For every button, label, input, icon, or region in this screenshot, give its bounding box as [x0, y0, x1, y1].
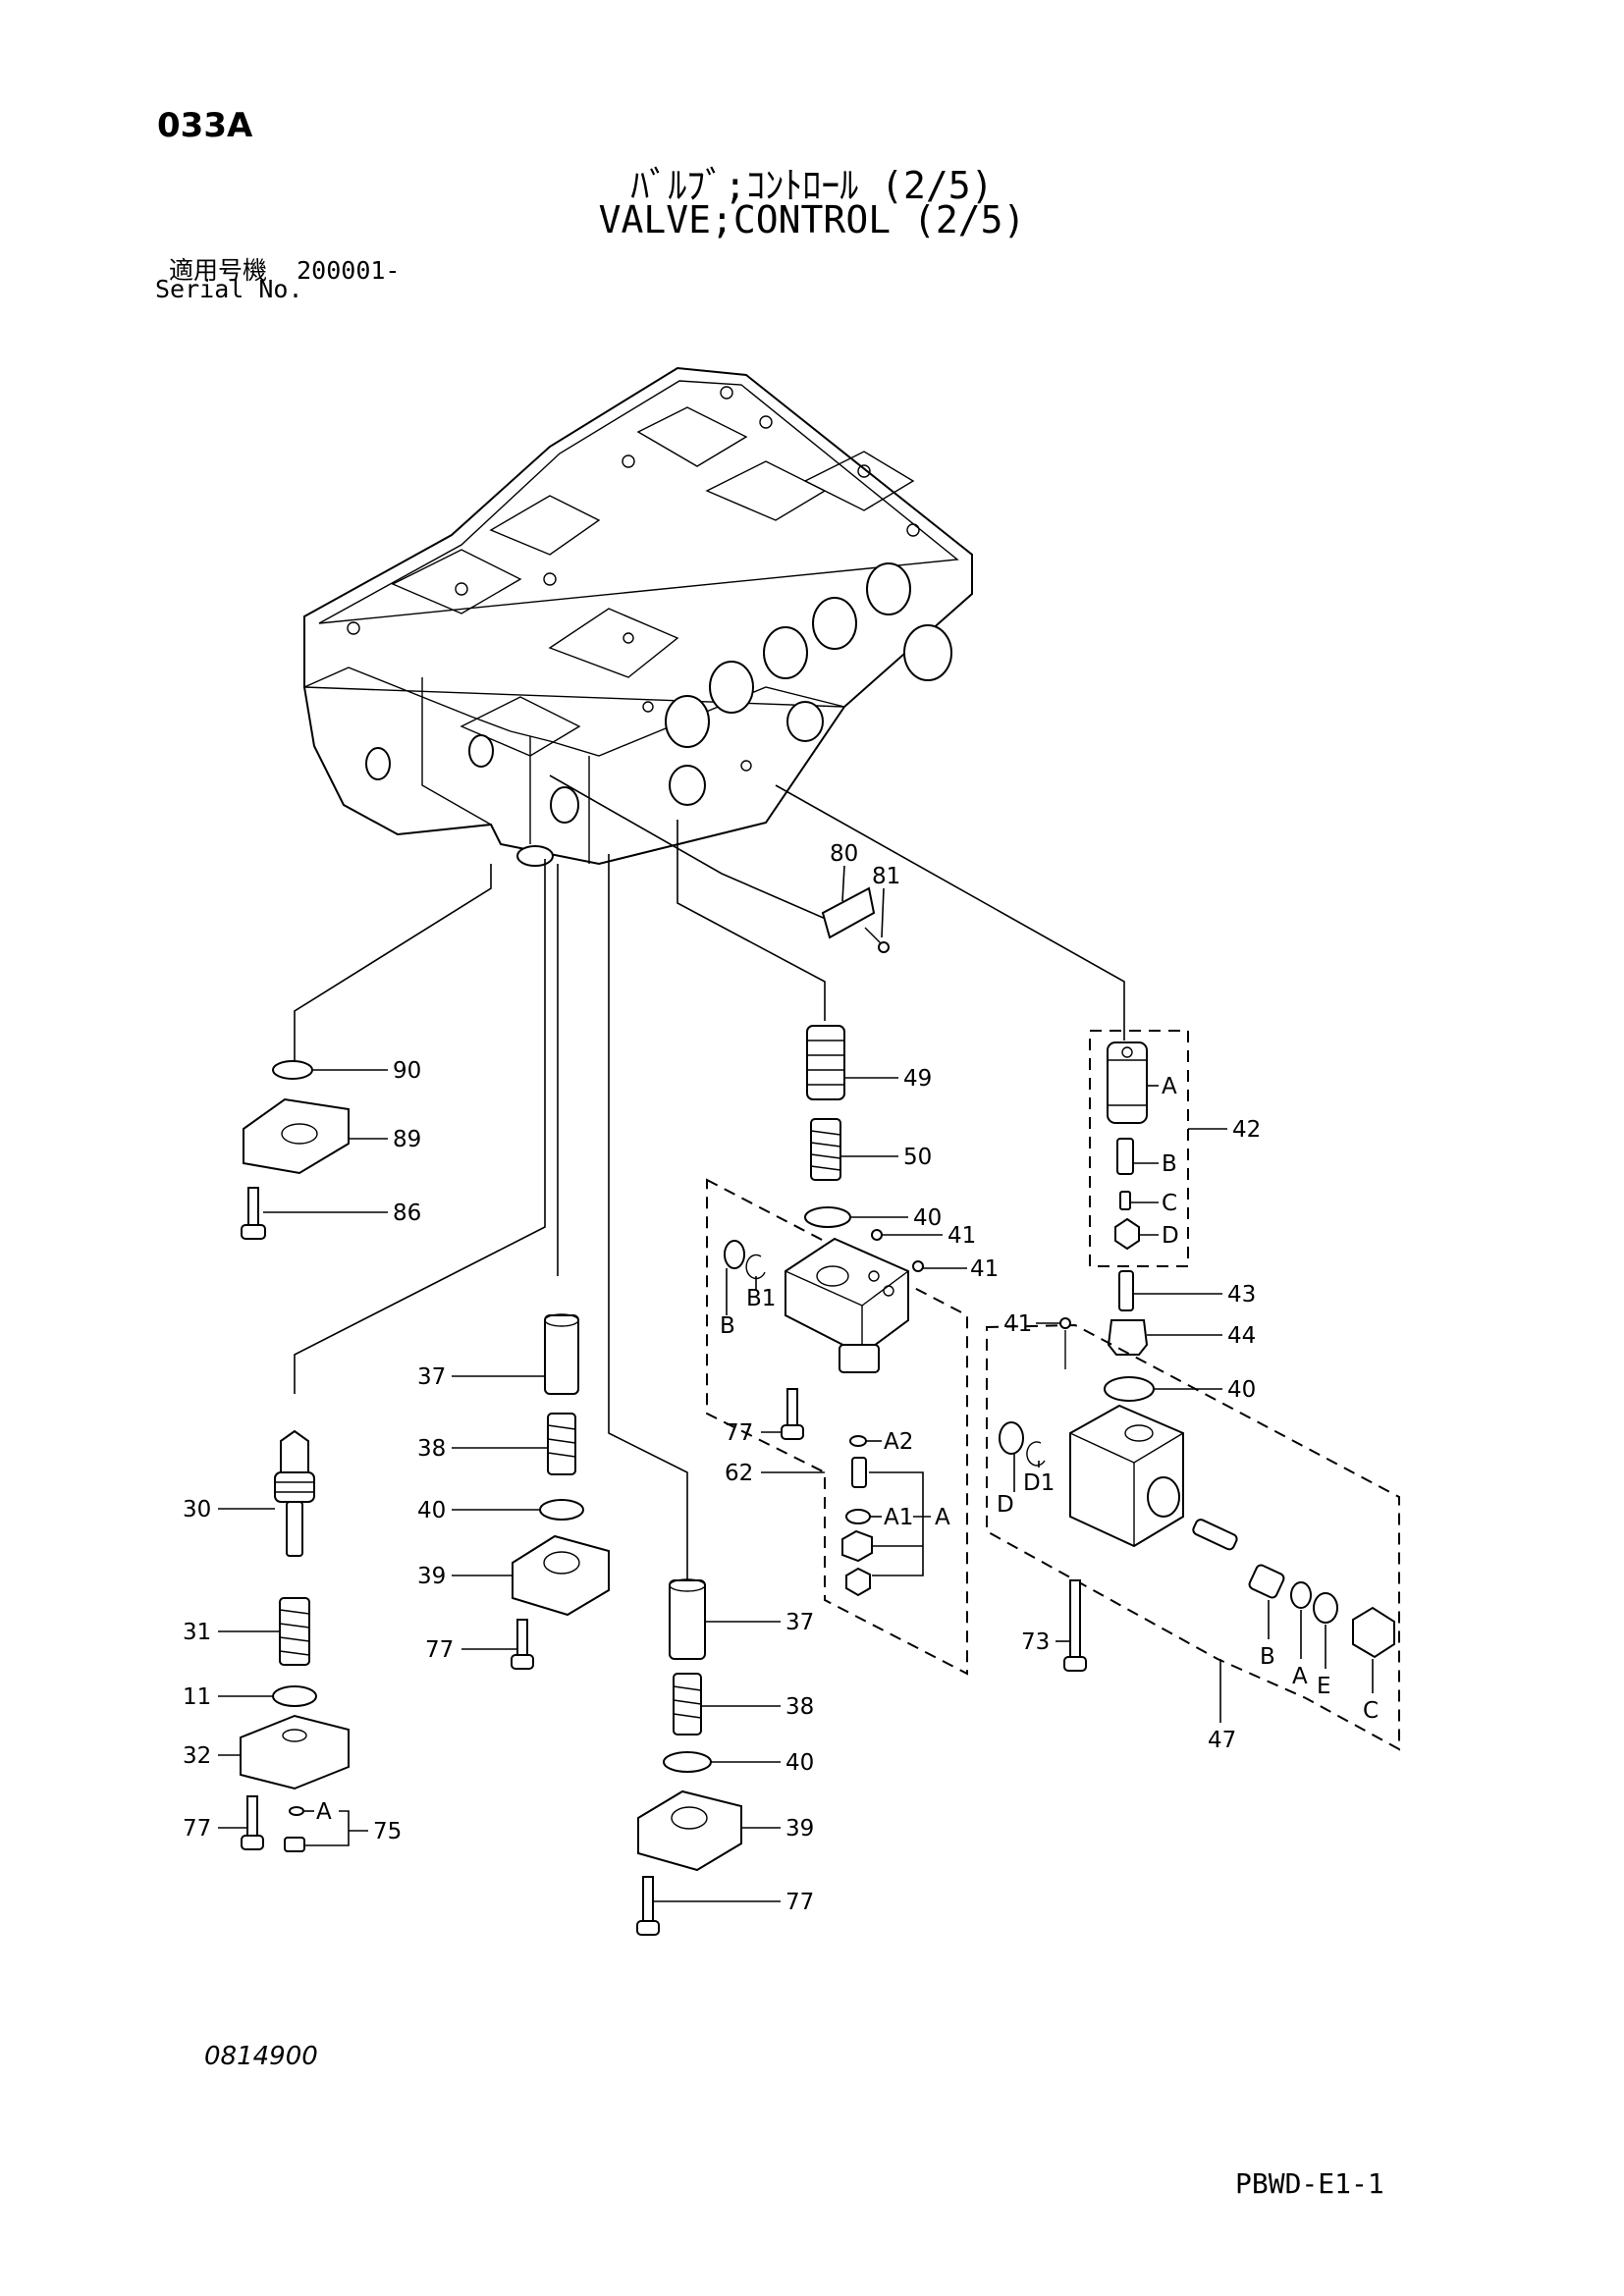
- part-label-44: 44: [1227, 1323, 1256, 1349]
- group-62-outline: [706, 1178, 968, 1676]
- part-label-42: 42: [1232, 1117, 1261, 1143]
- assembly-leader-lines: [294, 774, 1125, 1580]
- sub-label-47-b: B: [1260, 1644, 1275, 1670]
- part-label-40d: 40: [785, 1750, 814, 1776]
- part-label-30: 30: [183, 1497, 211, 1522]
- part-label-40c: 40: [417, 1498, 446, 1523]
- part-label-32: 32: [183, 1743, 211, 1769]
- page-code: 033A: [157, 106, 253, 145]
- part-label-77d: 77: [785, 1890, 814, 1915]
- part-label-62: 62: [725, 1461, 753, 1486]
- part-label-41c: 41: [1003, 1311, 1032, 1337]
- part-label-41b: 41: [970, 1256, 999, 1282]
- serial-label-jp: 適用号機: [169, 256, 268, 285]
- sub-label-42-b: B: [1162, 1151, 1177, 1177]
- plug-43-44-assembly: [1104, 1270, 1155, 1402]
- sub-label-62-b1: B1: [746, 1286, 776, 1311]
- spring-cap-39-assembly-left: [511, 1313, 610, 1670]
- sub-label-62-a: A: [935, 1505, 950, 1530]
- part-label-81: 81: [872, 864, 900, 889]
- part-label-39a: 39: [417, 1564, 446, 1589]
- valve-body: [303, 366, 973, 867]
- drawing-number: 0814900: [204, 2042, 318, 2071]
- sub-label-62-a2: A2: [884, 1429, 913, 1455]
- group-62-parts: [724, 1206, 924, 1597]
- sub-label-62-a1: A1: [884, 1505, 913, 1530]
- gasket-80-assembly: [821, 886, 890, 953]
- group-42-parts: [1107, 1041, 1148, 1251]
- piston-30-assembly: [240, 1429, 350, 1852]
- part-label-77c: 77: [725, 1420, 753, 1446]
- sub-label-47-d1: D1: [1023, 1470, 1055, 1496]
- part-label-41a: 41: [947, 1223, 976, 1249]
- part-label-50: 50: [903, 1145, 932, 1170]
- part-label-90: 90: [393, 1058, 421, 1084]
- cover-89-assembly: [241, 1060, 350, 1240]
- sub-label-42-c: C: [1162, 1191, 1177, 1216]
- part-label-43: 43: [1227, 1282, 1256, 1308]
- part-label-38b: 38: [785, 1694, 814, 1720]
- sub-label-47-c: C: [1363, 1698, 1379, 1724]
- group-47-parts: [999, 1317, 1395, 1672]
- part-label-11: 11: [183, 1684, 211, 1710]
- sub-label-62-b: B: [720, 1313, 735, 1339]
- sub-label-47-e: E: [1317, 1674, 1331, 1699]
- sub-label-47-d: D: [997, 1492, 1014, 1518]
- serial-line: 適用号機 200001-: [169, 251, 400, 287]
- part-label-38a: 38: [417, 1436, 446, 1462]
- part-label-47: 47: [1208, 1728, 1236, 1753]
- title-english: VALVE;CONTROL (2/5): [598, 198, 1026, 241]
- sub-label-42-a: A: [1162, 1074, 1177, 1099]
- part-label-75: 75: [373, 1819, 402, 1844]
- part-label-77a: 77: [425, 1637, 454, 1663]
- serial-label-en: Serial No.: [155, 275, 303, 303]
- serial-value: 200001-: [297, 256, 401, 285]
- part-label-37a: 37: [417, 1364, 446, 1390]
- part-label-40b: 40: [1227, 1377, 1256, 1403]
- part-label-86: 86: [393, 1201, 421, 1226]
- group-42-outline: [1089, 1030, 1189, 1267]
- part-label-89: 89: [393, 1127, 421, 1152]
- sub-label-75-a: A: [316, 1799, 332, 1825]
- part-label-80: 80: [830, 841, 858, 867]
- sheet-code: PBWD-E1-1: [1235, 2167, 1384, 2200]
- spring-cap-39-assembly-center: [636, 1578, 742, 1936]
- part-label-40a: 40: [913, 1205, 942, 1231]
- part-label-49: 49: [903, 1066, 932, 1092]
- part-label-39b: 39: [785, 1816, 814, 1842]
- spool-49-50-assembly: [806, 1025, 845, 1181]
- part-label-37b: 37: [785, 1610, 814, 1635]
- sub-label-42-d: D: [1162, 1223, 1179, 1249]
- part-label-73: 73: [1021, 1629, 1050, 1655]
- part-label-31: 31: [183, 1620, 211, 1645]
- sub-label-47-a: A: [1292, 1664, 1308, 1689]
- title-japanese: ﾊﾞﾙﾌﾞ;ｺﾝﾄﾛｰﾙ (2/5): [630, 164, 994, 207]
- part-label-77b: 77: [183, 1816, 211, 1842]
- group-47-outline: [986, 1323, 1400, 1751]
